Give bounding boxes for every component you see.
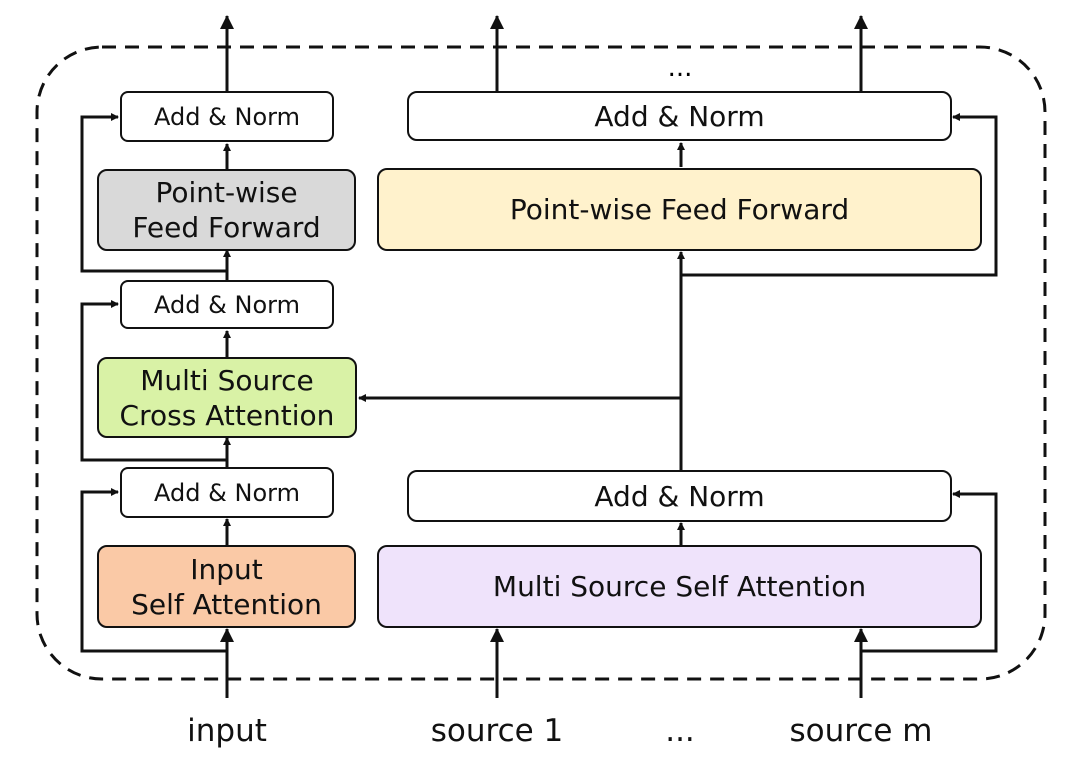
multi-source-self-attention-block: Multi Source Self Attention <box>377 545 982 628</box>
left-add-norm-top: Add & Norm <box>120 91 334 142</box>
residual-left-2 <box>80 300 227 462</box>
right-add-norm-bottom: Add & Norm <box>407 470 952 522</box>
label-input: input <box>187 713 267 749</box>
input-self-attention-block: Input Self Attention <box>97 545 356 628</box>
layer-boundary <box>35 45 1047 681</box>
label-source-1: source 1 <box>430 713 564 749</box>
label-ellipsis: ... <box>665 713 695 749</box>
residual-right-2 <box>681 113 998 277</box>
top-ellipsis: ... <box>668 53 693 83</box>
left-add-norm-mid: Add & Norm <box>120 280 334 329</box>
residual-left-3 <box>80 113 227 273</box>
right-ffn-block: Point-wise Feed Forward <box>377 168 982 251</box>
label-source-m: source m <box>789 713 933 749</box>
residual-left-1 <box>80 488 227 653</box>
right-add-norm-top: Add & Norm <box>407 91 952 141</box>
residual-right-1 <box>861 490 998 653</box>
left-add-norm-bottom: Add & Norm <box>120 467 334 518</box>
left-ffn-block: Point-wise Feed Forward <box>97 169 356 251</box>
cross-attention-block: Multi Source Cross Attention <box>97 357 357 438</box>
